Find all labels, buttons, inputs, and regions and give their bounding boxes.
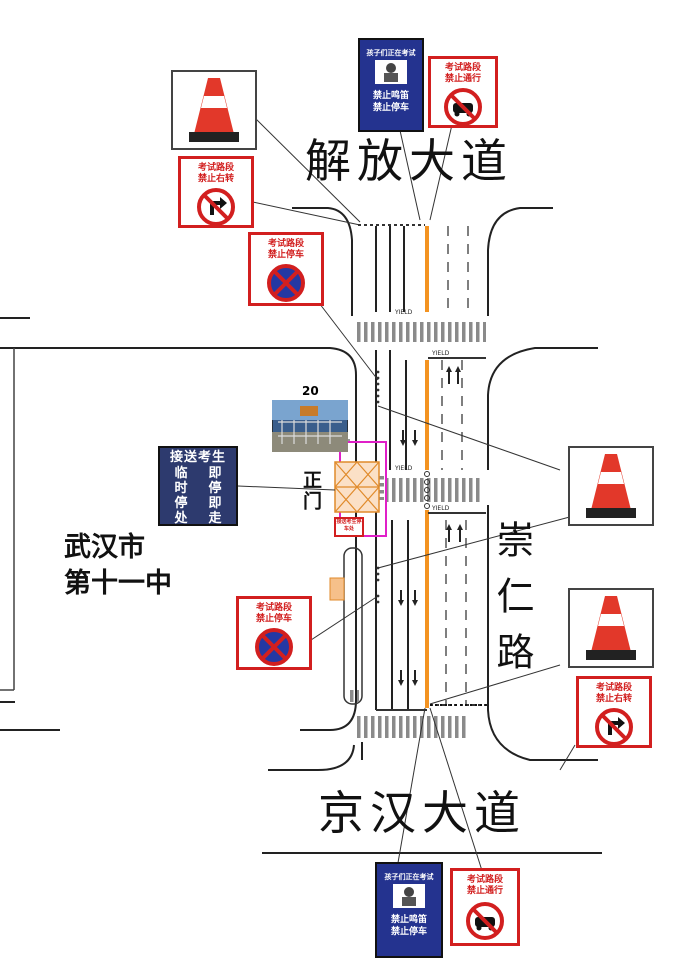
student-icon: [393, 884, 425, 908]
cone-sign-top: [171, 70, 257, 150]
notice-char: 时: [174, 481, 188, 496]
pickup-label: 接送考生停车处: [334, 517, 364, 537]
crosswalk-south: [356, 716, 466, 738]
notice-title: 接送考生: [169, 450, 226, 465]
photo-number: 20: [302, 384, 319, 398]
notice-char: 临: [174, 466, 188, 481]
notice-char: 处: [174, 511, 188, 526]
curb-nw: [292, 207, 353, 316]
no-vehicles-icon: [466, 902, 504, 940]
exam-quiet-sign-south: 孩子们正在考试 禁止鸣笛 禁止停车: [375, 862, 443, 958]
bike-lane: [343, 547, 363, 705]
main-gate-label: 正门: [300, 470, 322, 512]
no-parking-sign-north: 考试路段禁止停车: [248, 232, 324, 306]
notice-char: 停: [174, 496, 188, 511]
curb-ne: [487, 207, 553, 316]
no-right-turn-icon: [595, 708, 633, 746]
school-name-line2: 第十一中: [64, 568, 172, 600]
barrier-photo: [272, 400, 348, 452]
school-name-line1: 武汉市: [64, 532, 145, 563]
road-name-south: 京汉大道: [318, 786, 526, 840]
svg-text:YIELD: YIELD: [431, 505, 450, 512]
traffic-cone-icon: [189, 78, 239, 142]
crosswalk-north: [356, 322, 486, 342]
no-right-turn-icon: [197, 188, 235, 226]
road-name-east: 崇仁路: [490, 520, 534, 688]
no-vehicles-icon: [444, 88, 482, 126]
cone-sign-east-2: [568, 588, 654, 668]
notice-char: 即: [208, 496, 222, 511]
exam-line1: 禁止鸣笛: [372, 91, 409, 101]
svg-text:YIELD: YIELD: [394, 309, 413, 316]
svg-text:YIELD: YIELD: [431, 350, 450, 357]
traffic-cone-icon: [586, 596, 636, 660]
pickup-notice-board: 接送考生 临 时 停 处 即 停 即 走: [158, 446, 238, 526]
no-parking-icon: [255, 628, 293, 666]
traffic-cone-icon: [586, 454, 636, 518]
exam-line2: 禁止停车: [372, 103, 409, 113]
student-icon: [375, 60, 407, 84]
no-right-turn-sign-top: 考试路段禁止右转: [178, 156, 254, 228]
exam-line2: 禁止停车: [390, 927, 427, 937]
school-name: 武汉市 第十一中: [64, 530, 172, 603]
no-stop-grid: [334, 461, 380, 513]
exam-line1: 禁止鸣笛: [390, 915, 427, 925]
crosswalk-middle: [386, 478, 482, 502]
notice-char: 走: [208, 511, 222, 526]
no-traffic-sign-south: 考试路段禁止通行: [450, 868, 520, 946]
exam-quiet-sign-north: 孩子们正在考试 禁止鸣笛 禁止停车: [358, 38, 424, 132]
exam-banner: 孩子们正在考试: [384, 873, 434, 881]
notice-char: 即: [208, 466, 222, 481]
no-right-turn-sign-south: 考试路段禁止右转: [576, 676, 652, 748]
svg-text:YIELD: YIELD: [394, 465, 413, 472]
exam-banner: 孩子们正在考试: [366, 49, 416, 57]
notice-char: 停: [208, 481, 222, 496]
orange-marker: [329, 577, 345, 601]
no-parking-sign-south: 考试路段禁止停车: [236, 596, 312, 670]
cone-sign-east-1: [568, 446, 654, 526]
no-traffic-sign-north: 考试路段禁止通行: [428, 56, 498, 128]
road-name-north: 解放大道: [305, 134, 513, 188]
no-parking-icon: [267, 264, 305, 302]
